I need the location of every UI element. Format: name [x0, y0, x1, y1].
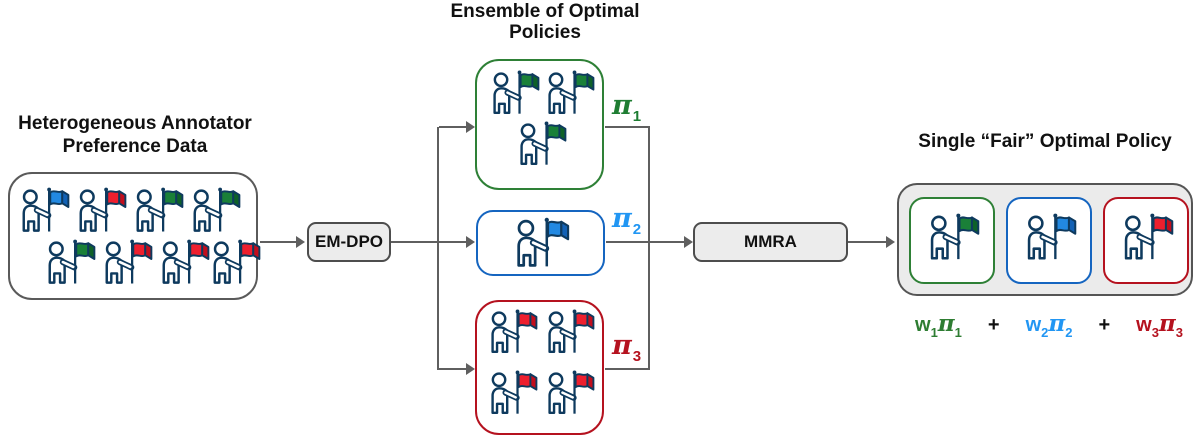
person-flag-icon: [98, 238, 154, 287]
connector-line: [439, 126, 467, 128]
connector-line: [605, 126, 650, 128]
input-data-title-line1: Heterogeneous Annotator: [18, 113, 252, 134]
fair-policy-box: [897, 183, 1193, 296]
merge-line: [648, 127, 650, 370]
formula-term-3: w3π3: [1136, 310, 1183, 340]
ensemble-title: Ensemble of Optimal Policies: [415, 1, 675, 43]
branch-line: [437, 127, 439, 370]
pi-symbol: π: [612, 203, 632, 234]
person-flag-icon: [129, 186, 185, 235]
person-flag-icon: [206, 238, 262, 287]
policy-3-label: π3: [612, 330, 641, 365]
person-flag-icon: [923, 212, 981, 263]
person-flag-icon: [15, 186, 71, 235]
plus-operator: +: [1098, 314, 1111, 336]
connector-line: [439, 368, 467, 370]
input-data-title: Heterogeneous Annotator Preference Data: [8, 112, 262, 158]
connector-line: [848, 241, 886, 243]
arrowhead-icon: [466, 236, 475, 248]
ensemble-title-line1: Ensemble of Optimal: [450, 1, 640, 22]
person-flag-icon: [1020, 212, 1078, 263]
arrowhead-icon: [684, 236, 693, 248]
pi-subscript: 3: [632, 348, 642, 365]
person-flag-icon: [186, 186, 242, 235]
connector-line: [439, 241, 467, 243]
formula-term-1: w1π1: [915, 310, 962, 340]
person-flag-icon: [541, 69, 596, 117]
connector-line: [650, 241, 684, 243]
pi-symbol: π: [612, 90, 632, 121]
person-flag-icon: [484, 369, 539, 417]
output-policy-title: Single “Fair” Optimal Policy: [918, 131, 1172, 152]
policy-1-label: π1: [612, 90, 641, 125]
input-data-title-line2: Preference Data: [62, 136, 208, 157]
annotator-data-box: [8, 172, 261, 300]
plus-operator: +: [987, 314, 1000, 336]
fair-member-red-box: [1103, 197, 1189, 284]
weighted-sum-formula: w1π1 + w2π2 + w3π3: [915, 310, 1183, 340]
arrowhead-icon: [886, 236, 895, 248]
policy-2-label: π2: [612, 203, 641, 238]
ensemble-title-line2: Policies: [509, 22, 581, 43]
policy-1-box: [475, 59, 604, 190]
person-flag-icon: [72, 186, 128, 235]
formula-term-2: w2π2: [1025, 310, 1073, 340]
policy-2-box: [476, 210, 605, 276]
arrowhead-icon: [466, 121, 475, 133]
pi-subscript: 1: [632, 108, 642, 125]
fair-member-green-box: [909, 197, 995, 284]
fair-member-blue-box: [1006, 197, 1092, 284]
person-flag-icon: [41, 238, 97, 287]
arrowhead-icon: [466, 363, 475, 375]
person-flag-icon: [541, 308, 596, 356]
connector-line: [606, 241, 650, 243]
connector-line: [605, 368, 650, 370]
person-flag-icon: [155, 238, 211, 287]
person-flag-icon: [541, 369, 596, 417]
person-flag-icon: [509, 216, 571, 270]
policy-3-box: [475, 300, 604, 435]
person-flag-icon: [484, 308, 539, 356]
connector-line: [391, 241, 439, 243]
person-flag-icon: [513, 120, 568, 168]
arrowhead-icon: [296, 236, 305, 248]
person-flag-icon: [486, 69, 541, 117]
em-dpo-box: EM-DPO: [307, 222, 391, 262]
person-flag-icon: [1117, 212, 1175, 263]
mmra-box: MMRA: [693, 222, 848, 262]
pi-subscript: 2: [632, 221, 642, 238]
pi-symbol: π: [612, 330, 632, 361]
connector-line: [260, 241, 296, 243]
